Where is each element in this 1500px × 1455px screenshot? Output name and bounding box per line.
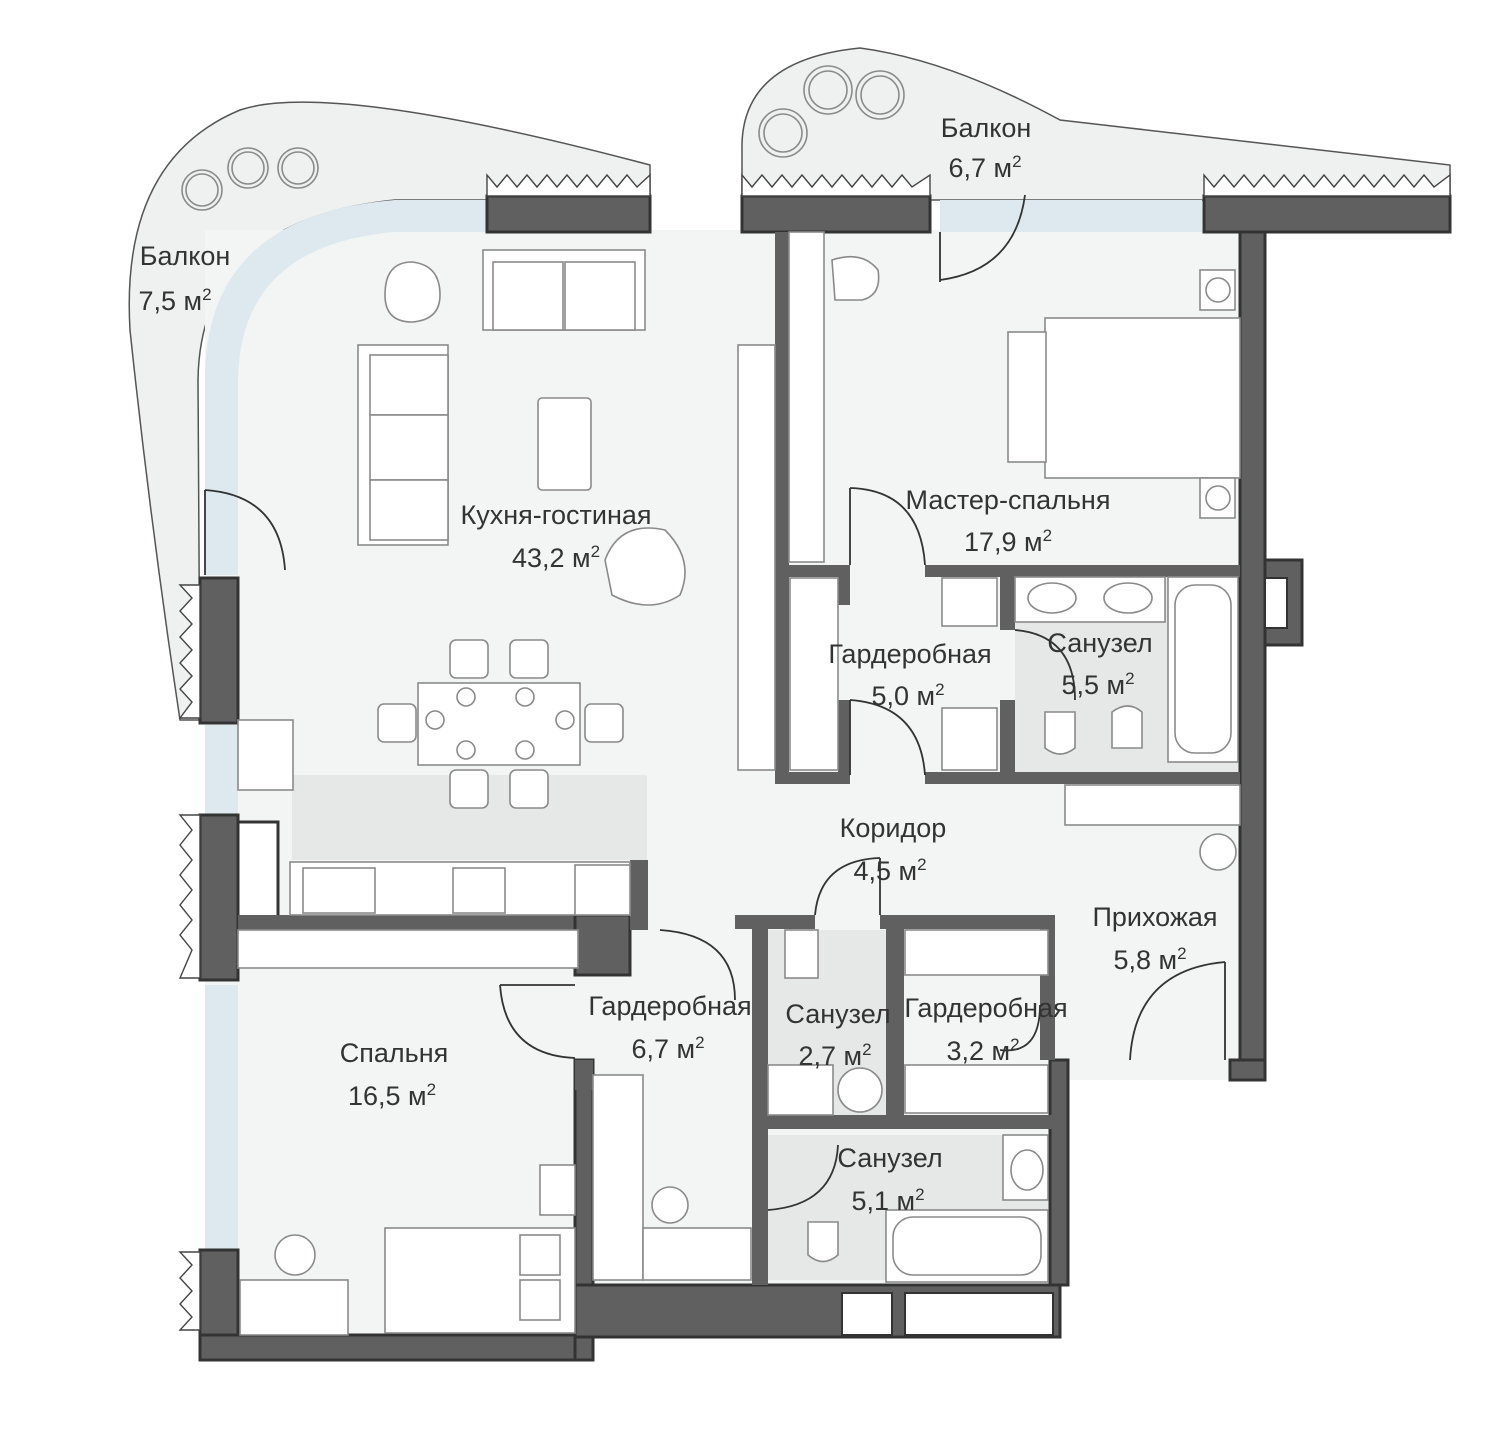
label-wardrobe-bedroom: Гардеробная [588, 991, 751, 1021]
svg-text:17,9 м2: 17,9 м2 [964, 526, 1052, 557]
area-bathroom-guest: 5,1 м [851, 1186, 915, 1216]
svg-text:6,7 м2: 6,7 м2 [631, 1033, 704, 1064]
bedroom-nightstand [539, 1164, 576, 1216]
wardrobe-hall-shelf-2 [904, 1064, 1049, 1114]
label-bathroom-master: Санузел [1047, 628, 1152, 658]
label-bathroom-small: Санузел [785, 999, 890, 1029]
bedroom-bed [384, 1227, 576, 1334]
area-wardrobe-hall: 3,2 м [946, 1036, 1010, 1066]
area-balcony-top: 6,7 м [948, 153, 1012, 183]
parapet-left-1 [178, 584, 201, 719]
dining-table [377, 639, 624, 809]
svg-text:5,8 м2: 5,8 м2 [1113, 944, 1186, 975]
svg-text:43,2 м2: 43,2 м2 [512, 542, 600, 573]
label-bedroom: Спальня [340, 1038, 449, 1068]
svg-text:5,1 м2: 5,1 м2 [851, 1185, 924, 1216]
wardrobe-master-shelf-2 [941, 577, 998, 627]
area-wardrobe-master: 5,0 м [871, 681, 935, 711]
label-corridor: Коридор [840, 813, 947, 843]
master-bed [1007, 269, 1241, 519]
wardrobe-bedroom-shelf-2 [642, 1227, 752, 1281]
sofa-left [357, 344, 449, 546]
parapet-top-2 [741, 173, 931, 197]
label-wardrobe-hall: Гардеробная [904, 993, 1067, 1023]
svg-text:6,7 м2: 6,7 м2 [948, 152, 1021, 183]
bath-master-fixtures [1014, 576, 1239, 763]
area-balcony-left: 7,5 м [138, 286, 202, 316]
label-bathroom-guest: Санузел [837, 1143, 942, 1173]
kitchen-counter [237, 719, 631, 969]
window-glazing-living-2 [205, 725, 238, 815]
balcony-chairs-left [181, 147, 319, 211]
label-wardrobe-master: Гардеробная [828, 639, 991, 669]
apartment-floor [205, 230, 1240, 1340]
svg-text:3,2 м2: 3,2 м2 [946, 1035, 1019, 1066]
room-labels: Балкон 7,5 м2 Балкон 6,7 м2 Кухня-гостин… [138, 113, 1217, 1216]
coffee-table [537, 397, 592, 491]
area-bathroom-small: 2,7 м [798, 1041, 862, 1071]
bedroom-desk [239, 1279, 349, 1336]
window-glazing-living [205, 200, 487, 575]
side-table [384, 261, 441, 323]
armchair-round [604, 527, 686, 606]
window-glazing-bedroom [205, 985, 238, 1250]
tv-cabinet [737, 344, 776, 771]
area-wardrobe-bedroom: 6,7 м [631, 1034, 695, 1064]
area-corridor: 4,5 м [853, 856, 917, 886]
hall-lamp [1199, 833, 1237, 871]
balcony-chairs-top [758, 65, 905, 158]
label-master-bedroom: Мастер-спальня [906, 485, 1111, 515]
wardrobe-master-shelf-3 [941, 707, 998, 771]
area-master-bedroom: 17,9 м [964, 527, 1043, 557]
hall-bench [1064, 784, 1241, 826]
wardrobe-hall-shelf [904, 929, 1049, 976]
bedroom-chair [274, 1234, 316, 1276]
label-hallway: Прихожая [1092, 902, 1217, 932]
svg-text:5,5 м2: 5,5 м2 [1061, 669, 1134, 700]
area-hallway: 5,8 м [1113, 945, 1177, 975]
wardrobe-master-shelf [789, 577, 839, 771]
window-glazing-master [940, 200, 1202, 232]
label-balcony-left: Балкон [140, 241, 231, 271]
desk-master [788, 231, 880, 563]
svg-text:2,7 м2: 2,7 м2 [798, 1040, 871, 1071]
sofa-top [482, 249, 646, 331]
label-kitchen-living: Кухня-гостиная [460, 500, 651, 530]
svg-text:4,5 м2: 4,5 м2 [853, 855, 926, 886]
area-bathroom-master: 5,5 м [1061, 670, 1125, 700]
parapet-top-3 [1203, 173, 1451, 197]
bath-small-fixtures [767, 929, 883, 1116]
balcony-top-area [741, 47, 1451, 201]
label-balcony-top: Балкон [941, 113, 1032, 143]
bath-guest-fixtures [807, 1134, 1049, 1283]
svg-text:5,0 м2: 5,0 м2 [871, 680, 944, 711]
svg-text:7,5 м2: 7,5 м2 [138, 285, 211, 316]
wardrobe-lamp [651, 1186, 689, 1224]
wardrobe-bedroom-shelf [592, 1074, 644, 1281]
parapet-left-3 [178, 1251, 201, 1331]
svg-text:16,5 м2: 16,5 м2 [348, 1080, 436, 1111]
parapet-left-2 [178, 814, 201, 979]
parapet-top-1 [486, 173, 651, 197]
area-kitchen-living: 43,2 м [512, 543, 591, 573]
walls [198, 194, 1452, 1362]
area-bedroom: 16,5 м [348, 1081, 427, 1111]
doors [204, 194, 1226, 1211]
